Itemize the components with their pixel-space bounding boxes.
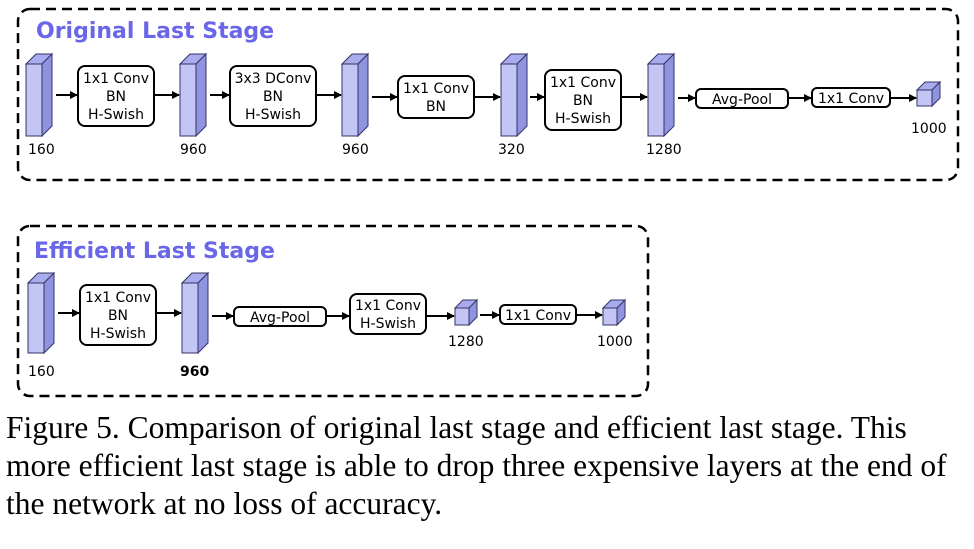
svg-text:Avg-Pool: Avg-Pool <box>712 92 772 108</box>
svg-text:BN: BN <box>108 308 128 324</box>
svg-text:1x1 Conv: 1x1 Conv <box>403 81 469 97</box>
svg-text:H-Swish: H-Swish <box>360 316 416 332</box>
svg-text:BN: BN <box>426 99 446 115</box>
dim-label: 1280 <box>448 334 484 350</box>
connection-arrows <box>58 309 603 320</box>
block-1x1conv-bn-hswish-b: 1x1 Conv BN H-Swish <box>544 69 622 131</box>
dim-label: 1000 <box>911 121 947 137</box>
tensor-160 <box>26 271 56 355</box>
connection-arrows <box>56 91 917 102</box>
original-last-stage-panel: Original Last Stage <box>16 7 960 182</box>
block-1x1conv-final: 1x1 Conv <box>499 304 577 325</box>
dim-label: 960 <box>180 364 209 380</box>
block-1x1conv-bn-hswish: 1x1 Conv BN H-Swish <box>77 65 155 127</box>
dim-label: 960 <box>342 142 369 158</box>
figure-caption: Figure 5. Comparison of original last st… <box>6 410 947 521</box>
block-1x1conv-hswish: 1x1 Conv H-Swish <box>349 293 427 335</box>
tensor-1000-small <box>601 298 627 327</box>
svg-text:H-Swish: H-Swish <box>555 111 611 127</box>
svg-text:H-Swish: H-Swish <box>88 107 144 123</box>
block-3x3dconv-bn-hswish: 3x3 DConv BN H-Swish <box>229 65 317 127</box>
efficient-last-stage-panel: Efficient Last Stage 1x1 Conv BN H-Swish <box>16 224 650 398</box>
tensor-1280-small <box>453 298 479 327</box>
dim-label: 1280 <box>646 142 682 158</box>
svg-text:1x1 Conv: 1x1 Conv <box>550 75 616 91</box>
dim-label: 320 <box>498 142 525 158</box>
svg-text:BN: BN <box>106 89 126 105</box>
svg-text:H-Swish: H-Swish <box>90 326 146 342</box>
block-1x1conv-final: 1x1 Conv <box>811 87 891 108</box>
tensor-960 <box>180 271 210 355</box>
svg-text:BN: BN <box>263 89 283 105</box>
svg-text:1x1 Conv: 1x1 Conv <box>505 308 571 324</box>
block-1x1conv-bn-hswish: 1x1 Conv BN H-Swish <box>79 284 157 346</box>
panel-border <box>16 224 650 398</box>
svg-text:BN: BN <box>573 93 593 109</box>
dim-label: 160 <box>28 142 55 158</box>
dim-label: 160 <box>28 364 55 380</box>
dim-label: 1000 <box>597 334 633 350</box>
tensor-1280 <box>646 52 676 138</box>
tensor-160 <box>24 52 54 138</box>
svg-text:1x1 Conv: 1x1 Conv <box>85 290 151 306</box>
svg-text:Avg-Pool: Avg-Pool <box>250 310 310 326</box>
architecture-diagram: Original Last Stage <box>16 7 960 398</box>
svg-text:1x1 Conv: 1x1 Conv <box>818 91 884 107</box>
svg-text:1x1 Conv: 1x1 Conv <box>355 298 421 314</box>
panel-title: Original Last Stage <box>36 19 274 44</box>
panel-title: Efficient Last Stage <box>34 239 275 264</box>
tensor-320 <box>499 52 529 138</box>
block-1x1conv-bn: 1x1 Conv BN <box>397 75 475 119</box>
tensor-1000-small <box>915 80 942 108</box>
block-avgpool: Avg-Pool <box>695 88 789 109</box>
dim-label: 960 <box>180 142 207 158</box>
svg-text:H-Swish: H-Swish <box>245 107 301 123</box>
tensor-960-b <box>340 52 370 138</box>
panel-border <box>16 7 960 182</box>
svg-text:3x3 DConv: 3x3 DConv <box>235 71 312 87</box>
tensor-960-a <box>178 52 208 138</box>
svg-text:1x1 Conv: 1x1 Conv <box>83 71 149 87</box>
block-avgpool: Avg-Pool <box>233 306 327 327</box>
